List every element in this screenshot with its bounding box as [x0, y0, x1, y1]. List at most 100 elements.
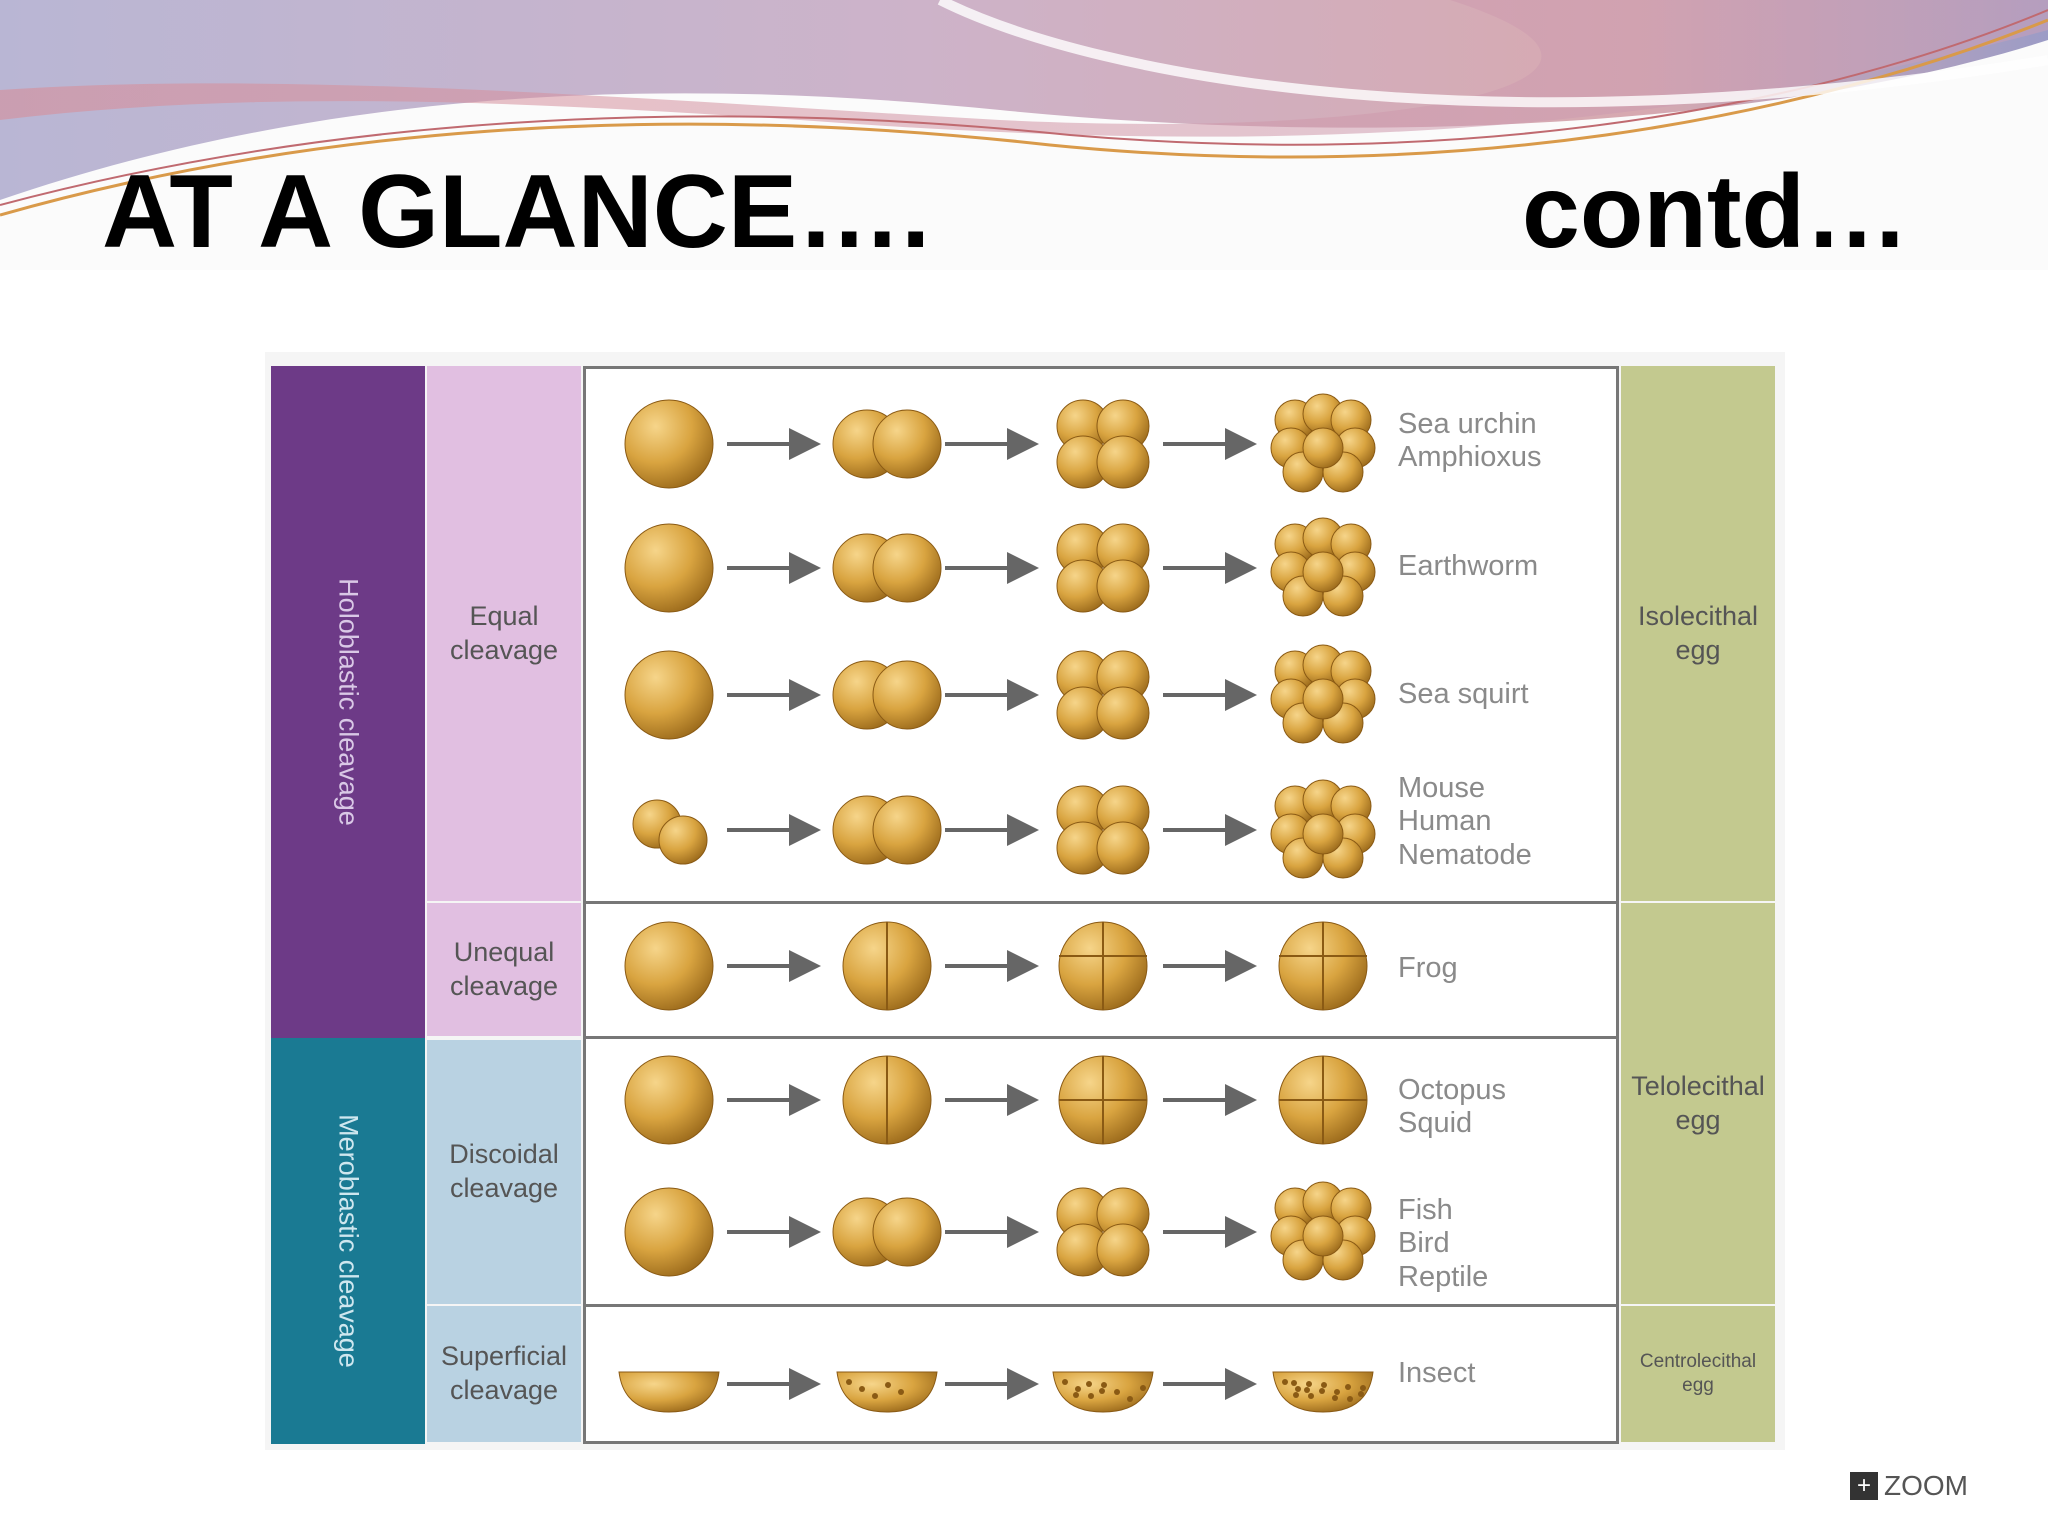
organism-label: Sea squirt — [1398, 678, 1529, 710]
embryo-nucleus — [1291, 1380, 1297, 1386]
organism-label: Earthworm — [1398, 550, 1539, 582]
embryo-nucleus — [1075, 1386, 1081, 1392]
embryo-cell — [872, 533, 942, 603]
row-divider — [583, 1036, 1619, 1039]
embryo-nucleus — [1345, 1384, 1351, 1390]
embryo-nucleus — [1086, 1381, 1092, 1387]
embryo-nucleus — [1140, 1385, 1146, 1391]
category-label-line: Superficial — [440, 1341, 568, 1372]
embryo-nucleus — [1334, 1389, 1340, 1395]
embryo-cell — [1302, 551, 1344, 593]
plus-icon: + — [1850, 1472, 1878, 1500]
embryo-cell — [1096, 559, 1150, 613]
embryo-cell — [872, 660, 942, 730]
egg-type-label-line: Isolecithal — [1637, 600, 1759, 631]
embryo-cell — [872, 795, 942, 865]
embryo-cell — [872, 1197, 942, 1267]
embryo-cell — [1302, 1215, 1344, 1257]
embryo-cell — [618, 1371, 720, 1413]
embryo-nucleus — [1099, 1388, 1105, 1394]
embryo-nucleus — [872, 1393, 878, 1399]
egg-type-label-line: egg — [1675, 1104, 1721, 1135]
embryo-nucleus — [1101, 1382, 1107, 1388]
band-holoblastic: Holoblastic cleavage — [271, 366, 425, 1038]
embryo-nucleus — [1360, 1385, 1366, 1391]
embryo-nucleus — [1332, 1395, 1338, 1401]
egg-type-label-line: egg — [1682, 1375, 1714, 1396]
embryo-cell — [1096, 1223, 1150, 1277]
embryo-nucleus — [1306, 1381, 1312, 1387]
embryo-cell — [836, 1371, 938, 1413]
egg-type-label-line: Telolecithal — [1631, 1070, 1765, 1101]
embryo-cell — [624, 921, 714, 1011]
category-label-line: cleavage — [449, 1173, 559, 1203]
slide-title-continued: contd… — [1522, 154, 1910, 270]
cleavage-patterns-figure: Holoblastic cleavage Meroblastic cleavag… — [265, 352, 1785, 1450]
embryo-nucleus — [1073, 1392, 1079, 1398]
embryo-nucleus — [1321, 1382, 1327, 1388]
organism-label: Human — [1398, 805, 1492, 838]
organism-label: Nematode — [1398, 838, 1532, 871]
header-wave-banner — [0, 0, 2048, 270]
row-insect: Insect — [583, 1307, 1619, 1442]
embryo-cell — [1096, 435, 1150, 489]
embryo-nucleus — [1062, 1379, 1068, 1385]
embryo-cell — [1302, 427, 1344, 469]
organism-label: Insect — [1398, 1357, 1476, 1389]
embryo-nucleus — [846, 1379, 852, 1385]
embryo-nucleus — [1282, 1379, 1288, 1385]
embryo-nucleus — [1088, 1393, 1094, 1399]
embryo-nucleus — [1293, 1392, 1299, 1398]
category-label-line: Equal — [469, 600, 539, 631]
embryo-nucleus — [885, 1382, 891, 1388]
embryo-nucleus — [1114, 1389, 1120, 1395]
embryo-cell — [1096, 821, 1150, 875]
organism-label: Octopus — [1398, 1074, 1506, 1106]
embryo-nucleus — [1127, 1396, 1133, 1402]
zoom-label: ZOOM — [1884, 1470, 1968, 1501]
row-sea-squirt: Sea squirt — [583, 628, 1619, 756]
category-label-line: cleavage — [449, 970, 559, 1001]
organism-label: Reptile — [1398, 1260, 1489, 1293]
egg-type-label-line: Centrolecithal — [1639, 1351, 1757, 1373]
organism-label: Sea urchin — [1398, 408, 1537, 440]
organism-label: Frog — [1398, 952, 1458, 984]
embryo-nucleus — [898, 1389, 904, 1395]
row-earthworm: Earthworm — [583, 500, 1619, 628]
embryo-cell — [1096, 686, 1150, 740]
embryo-cell — [1302, 813, 1344, 855]
organism-label: Mouse — [1398, 772, 1486, 804]
embryo-cell — [872, 409, 942, 479]
embryo-nucleus — [1358, 1391, 1364, 1397]
embryo-nucleus — [1319, 1388, 1325, 1394]
zoom-watermark: + ZOOM — [1850, 1470, 1968, 1502]
category-label-line: Unequal — [453, 936, 555, 967]
organism-label: Squid — [1398, 1107, 1473, 1140]
category-label-line: cleavage — [449, 634, 559, 665]
embryo-nucleus — [1304, 1387, 1310, 1393]
embryo-cell — [624, 523, 714, 613]
embryo-nucleus — [1347, 1396, 1353, 1402]
row-frog: Frog — [583, 904, 1619, 1036]
embryo-cell — [658, 815, 708, 865]
slide-title: AT A GLANCE…. — [102, 154, 931, 270]
embryo-cell — [1302, 678, 1344, 720]
embryo-cell — [624, 650, 714, 740]
egg-type-label-line: egg — [1675, 634, 1721, 665]
row-divider — [583, 901, 1619, 904]
embryo-nucleus — [1295, 1386, 1301, 1392]
category-label-line: Discoidal — [449, 1139, 559, 1170]
row-divider — [583, 1304, 1619, 1307]
organism-label: Bird — [1398, 1227, 1450, 1260]
embryo-stages-drawing — [618, 393, 1376, 1413]
